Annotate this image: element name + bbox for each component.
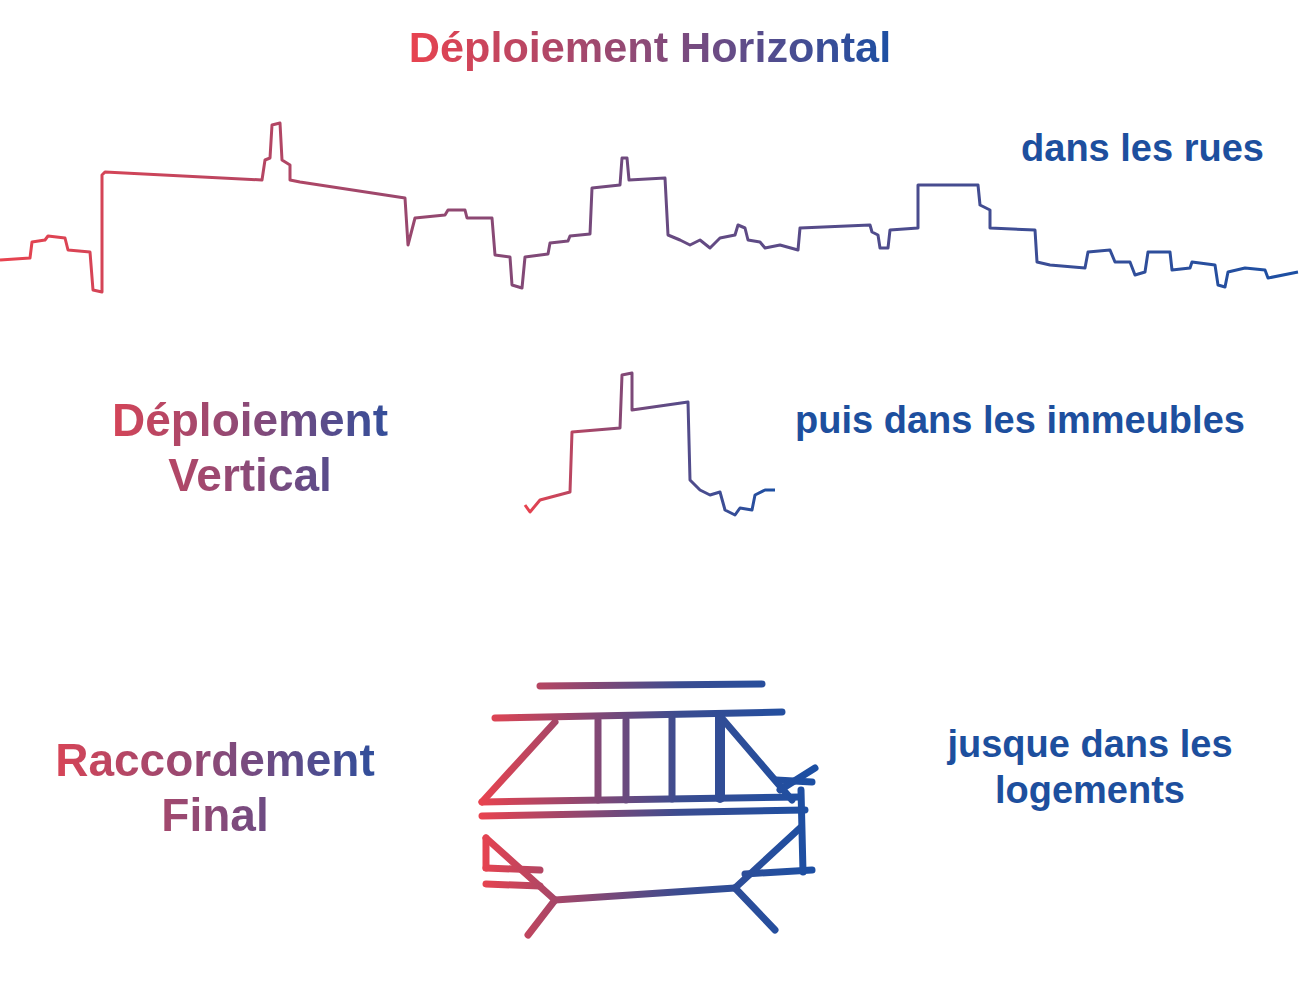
street-caption: dans les rues bbox=[1000, 126, 1285, 172]
title: Déploiement Horizontal bbox=[0, 22, 1300, 74]
home-caption: jusque dans les logements bbox=[915, 722, 1265, 813]
building-caption: puis dans les immeubles bbox=[755, 398, 1285, 444]
skyline bbox=[0, 123, 1298, 292]
step-heading: Raccordement Final bbox=[20, 733, 410, 843]
building-profile bbox=[525, 373, 775, 515]
step-heading: Déploiement Vertical bbox=[75, 393, 425, 503]
building-sketch bbox=[482, 684, 815, 935]
title-text: Déploiement Horizontal bbox=[409, 23, 891, 71]
